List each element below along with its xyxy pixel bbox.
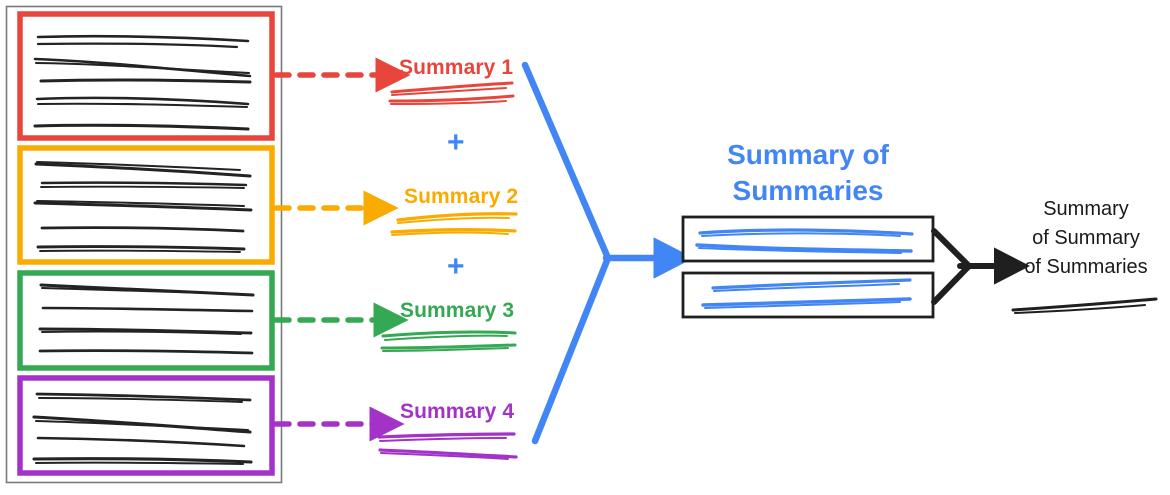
sos-title-line-1: Summary of [727,139,889,170]
plus-operator-2: + [447,250,465,283]
summary-2-label: Summary 2 [404,185,519,208]
summary-1-lines [388,81,515,105]
merge-arrow-black [931,228,972,305]
final-title-line-3: of Summaries [1024,256,1148,278]
summary-2-lines [390,212,518,236]
doc-box-orange [17,145,275,265]
summary-3-lines [380,330,517,352]
summary-4-label: Summary 4 [400,400,515,423]
summary-1-label: Summary 1 [399,56,514,79]
summary-3-label: Summary 3 [400,299,515,322]
plus-operator-1: + [447,126,465,159]
merge-arrow-blue [521,61,612,445]
summary-of-summaries-title: Summary of Summaries [683,137,933,209]
final-output-title: Summary of Summary of Summaries [1006,195,1166,282]
sos-title-line-2: Summaries [732,175,884,206]
summary-4-lines [377,432,518,460]
doc-box-purple [17,375,275,476]
sos-box-1 [681,215,935,263]
doc-box-green [17,270,275,371]
doc-box-red [17,11,275,141]
final-title-line-1: Summary [1043,198,1129,220]
final-title-line-2: of Summary [1032,227,1140,249]
sos-box-2 [681,271,935,319]
document-collection-border [5,5,283,484]
final-output-line [1011,297,1158,314]
